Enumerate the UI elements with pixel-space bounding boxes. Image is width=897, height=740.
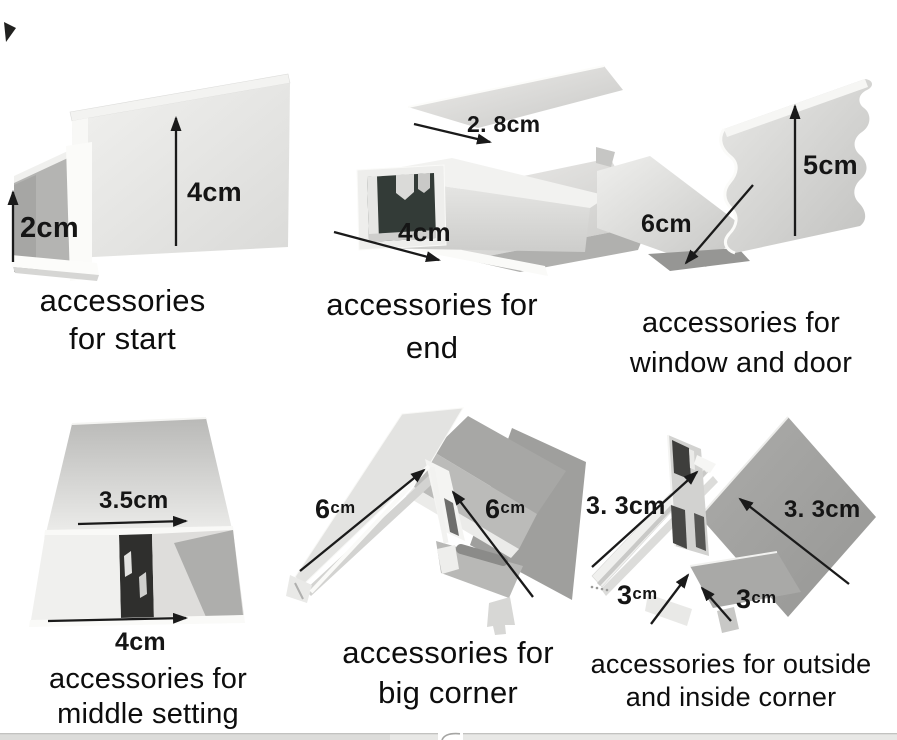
dim-label-big-corner-left-6cm: 6cm bbox=[315, 494, 356, 524]
dim-label-window-6cm: 6cm bbox=[641, 210, 692, 238]
dim-label-start-2cm: 2cm bbox=[20, 212, 79, 244]
caption-outside-inside-corner: accessories for outside and inside corne… bbox=[579, 648, 883, 714]
caption-line: accessories for bbox=[641, 307, 840, 339]
dim-label-middle-4cm: 4cm bbox=[115, 628, 166, 656]
profile-photo-middle-setting bbox=[29, 417, 245, 627]
dimension-arrow bbox=[413, 122, 492, 145]
caption-line: for start bbox=[69, 321, 176, 356]
caption-big-corner: accessories for big corner bbox=[338, 633, 558, 713]
dim-label-end-2-8cm: 2. 8cm bbox=[467, 111, 541, 137]
caption-end: accessories for end bbox=[312, 283, 552, 369]
dim-label-end-4cm: 4cm bbox=[398, 217, 451, 247]
dimension-arrow bbox=[650, 573, 690, 625]
dim-label-corner-bottom-left-3cm: 3cm bbox=[617, 580, 658, 610]
bottom-edge-strip bbox=[0, 731, 897, 740]
dimension-arrow bbox=[591, 470, 699, 568]
caption-line: accessories bbox=[39, 283, 206, 318]
caption-line: accessories for bbox=[342, 635, 554, 670]
dimension-arrow bbox=[684, 184, 754, 265]
dimension-arrow bbox=[451, 490, 534, 598]
dimension-arrows bbox=[7, 104, 850, 625]
dim-label-big-corner-right-6cm: 6cm bbox=[485, 494, 526, 524]
dim-label-corner-left-3-3cm: 3. 3cm bbox=[586, 492, 666, 520]
dim-label-window-5cm: 5cm bbox=[803, 150, 858, 180]
caption-start: accessories for start bbox=[20, 282, 225, 358]
caption-line: accessories for outside bbox=[590, 649, 872, 679]
dimension-arrow bbox=[299, 468, 426, 572]
caption-window-door: accessories for window and door bbox=[611, 303, 871, 383]
dim-label-corner-right-3-3cm: 3. 3cm bbox=[784, 496, 861, 523]
dimension-arrow bbox=[77, 515, 188, 527]
dimension-arrow bbox=[700, 586, 732, 622]
caption-line: middle setting bbox=[57, 698, 239, 730]
profile-photo-start bbox=[11, 73, 291, 281]
dimension-arrow bbox=[333, 230, 441, 262]
caption-line: big corner bbox=[378, 675, 518, 710]
caption-line: accessories for bbox=[48, 663, 247, 695]
dim-label-corner-bottom-mid-3cm: 3cm bbox=[736, 584, 777, 614]
caption-line: window and door bbox=[629, 347, 853, 379]
caption-line: and inside corner bbox=[625, 682, 837, 712]
dim-label-middle-3-5cm: 3.5cm bbox=[99, 487, 169, 514]
profile-photo-outside-inside-corner bbox=[590, 416, 876, 633]
dim-label-start-4cm: 4cm bbox=[187, 177, 242, 207]
caption-line: accessories for bbox=[326, 287, 538, 322]
caption-middle-setting: accessories for middle setting bbox=[38, 662, 258, 732]
corner-artifact-mark bbox=[4, 22, 16, 42]
dimension-arrow bbox=[738, 497, 850, 585]
profile-photo-end bbox=[356, 65, 648, 276]
dimension-arrow bbox=[47, 612, 188, 624]
caption-line: end bbox=[405, 330, 459, 365]
